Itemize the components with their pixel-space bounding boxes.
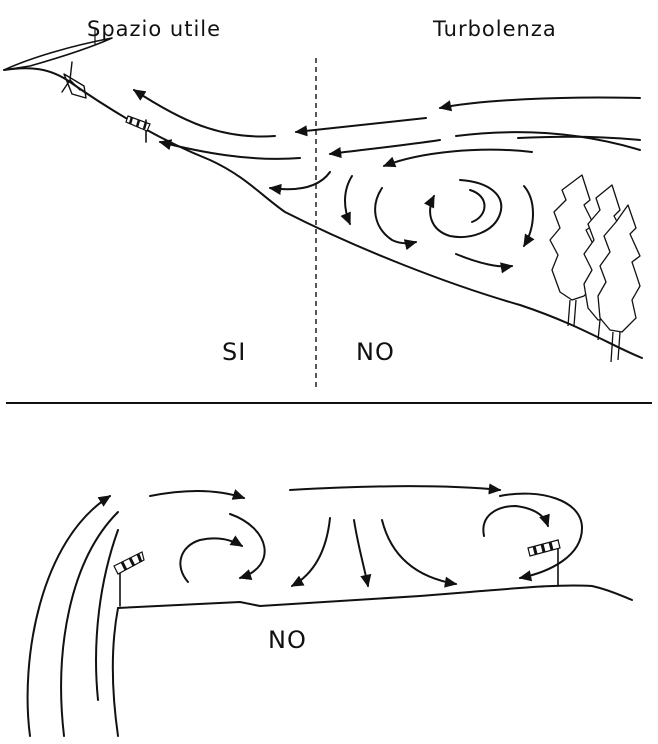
- flow-arrow: [353, 519, 372, 588]
- flow-arrow: [381, 519, 458, 588]
- cliff-face: [111, 607, 119, 737]
- cypress-trees-icon: [549, 174, 641, 363]
- flow-arrow: [328, 139, 441, 159]
- flow-arrow: [499, 492, 583, 582]
- flow-arrow: [289, 483, 502, 495]
- flow-arrow: [149, 489, 246, 500]
- flow-arrow: [179, 535, 244, 583]
- wind-flow-lines-bottom: [149, 483, 583, 588]
- flow-arrow: [268, 171, 331, 196]
- flow-arrow: [455, 253, 514, 274]
- windsock-icon-right: [527, 539, 561, 587]
- flow-arrow: [229, 513, 266, 580]
- flow-arrow: [340, 175, 353, 226]
- flow-arrow: [382, 148, 533, 168]
- wind-flow-lines-top: [132, 89, 641, 274]
- flow-arrow: [482, 505, 550, 537]
- flow-arrow: [423, 179, 503, 238]
- flow-arrow: [438, 96, 641, 112]
- turbulence-label: Turbolenza: [432, 17, 557, 41]
- plateau-profile: [117, 584, 633, 609]
- windsock-icon-top: [125, 115, 151, 143]
- slope-profile: [3, 67, 643, 359]
- flow-arrow: [294, 117, 427, 137]
- flow-arrow: [374, 187, 418, 251]
- bottom-panel: NO: [26, 483, 633, 737]
- no-label-bottom: NO: [268, 626, 307, 654]
- flow-arrow: [455, 131, 641, 151]
- flow-arrow: [523, 185, 535, 248]
- windsock-icon-left: [113, 551, 145, 607]
- top-panel: Spazio utile Turbolenza SI NO: [3, 17, 643, 390]
- flow-arrow: [158, 139, 301, 160]
- useful-space-label: Spazio utile: [87, 17, 221, 41]
- rising-flow-line: [60, 511, 119, 737]
- flow-arrow: [132, 89, 276, 138]
- rising-flow-line: [26, 495, 112, 737]
- yes-label: SI: [222, 338, 246, 366]
- rising-flow-line: [95, 529, 119, 701]
- flow-arrow: [290, 517, 331, 587]
- hang-glider-pilot-icon: [3, 27, 113, 99]
- no-label-top: NO: [356, 338, 395, 366]
- flow-arrow: [469, 189, 486, 223]
- rising-air-lines: [26, 495, 119, 737]
- flow-arrow: [517, 135, 641, 141]
